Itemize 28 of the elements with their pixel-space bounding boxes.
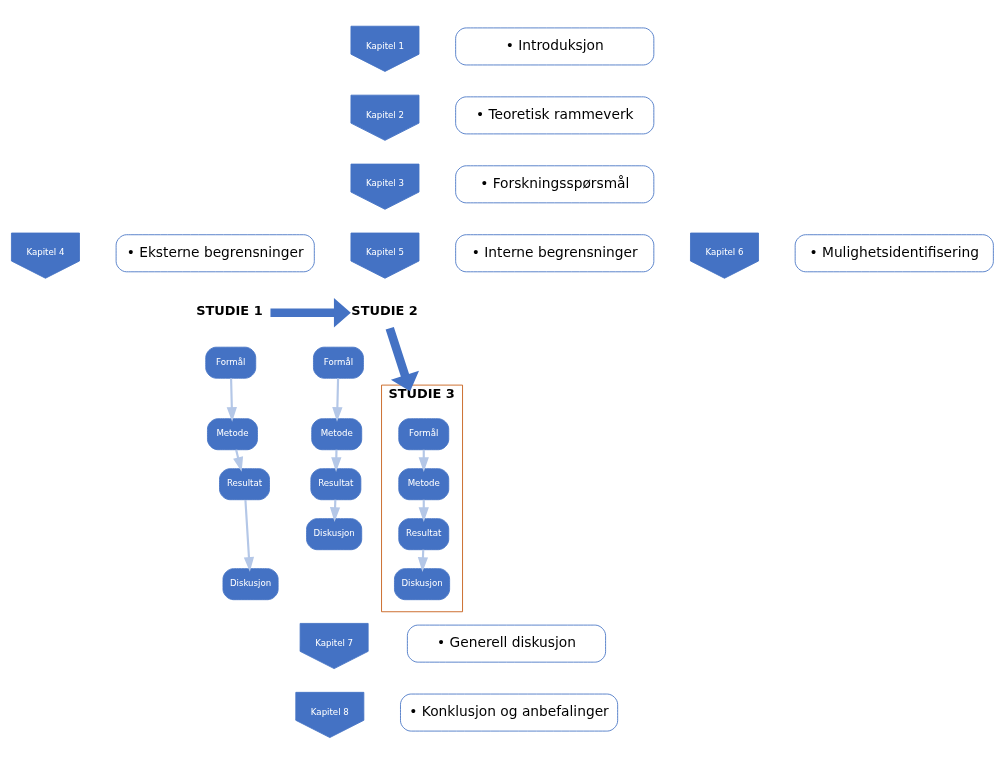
arrow (270, 297, 351, 327)
arrow (243, 499, 255, 572)
node-text: STUDIE 1 (196, 302, 263, 318)
node-box: Diskusjon (394, 567, 451, 600)
node-box: Resultat (398, 517, 450, 550)
node-box: • Konklusjon og anbefalinger (400, 693, 619, 731)
node-box: Metode (207, 417, 258, 450)
node-box: Diskusjon (222, 567, 279, 600)
node-box: Formål (398, 417, 450, 450)
node-box: • Forskningsspørsmål (455, 164, 655, 203)
node-box: Metode (311, 417, 363, 450)
node-box: • Eksterne begrensninger (115, 233, 315, 272)
node-box: Formål (205, 346, 257, 379)
node-box: Diskusjon (306, 517, 363, 550)
node-box: • Introduksjon (455, 27, 655, 65)
node-box: • Interne begrensninger (455, 233, 655, 272)
arrow (226, 377, 237, 422)
arrow (233, 449, 244, 472)
node-box: Resultat (310, 467, 362, 500)
node-box: Metode (398, 467, 450, 500)
node-box: • Mulighetsidentifisering (794, 233, 994, 272)
node-box: • Teoretisk rammeverk (455, 95, 655, 134)
arrow (385, 326, 419, 391)
node-text: STUDIE 2 (351, 302, 418, 318)
node-box: Resultat (219, 467, 270, 500)
node-box: Formål (313, 346, 364, 379)
arrow (332, 377, 343, 422)
node-box: • Generell diskusjon (406, 624, 606, 663)
